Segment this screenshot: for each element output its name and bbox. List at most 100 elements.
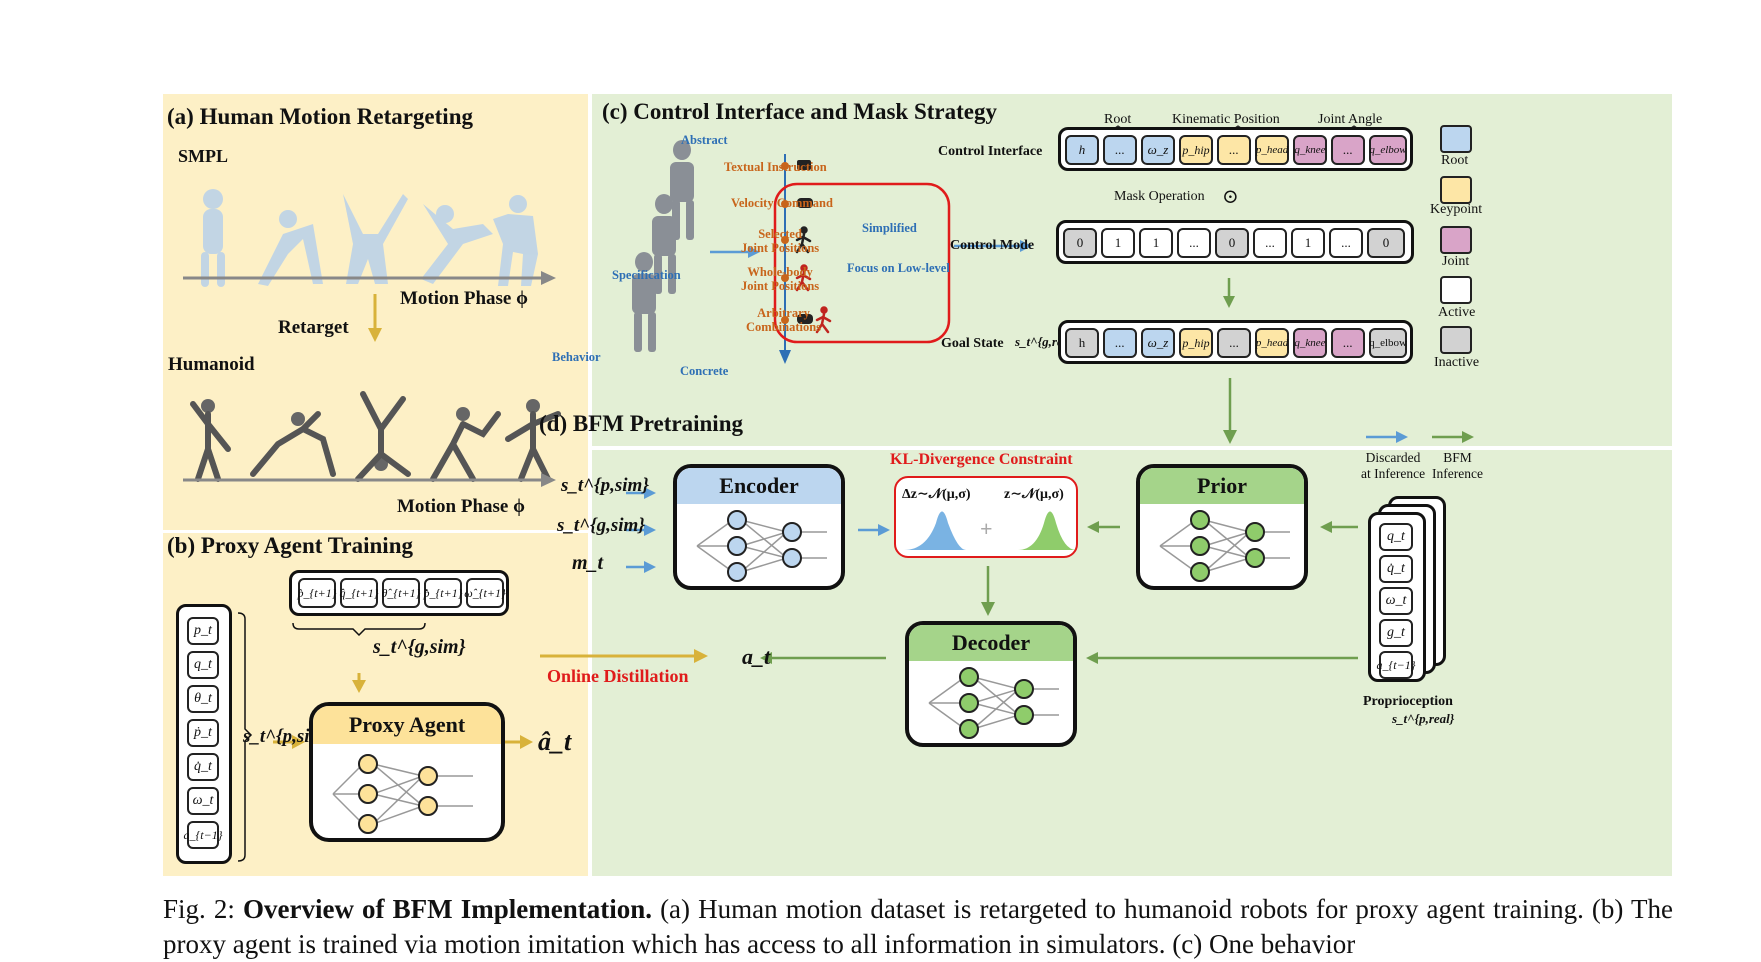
state-token: ṗ_t [187,719,219,747]
interface-token: q_knee [1293,135,1327,165]
state-token: a_{t−1} [183,821,223,849]
proprio-token: a_{t−1} [1376,651,1416,679]
odot-symbol: ⊙ [1222,186,1239,208]
interface-token: q_elbow [1369,135,1407,165]
behavior-label: Behavior [552,350,601,364]
prior-box: Prior [1136,464,1308,590]
legend-root-swatch [1440,125,1472,153]
interface-token: ω_z [1141,135,1175,165]
interface-token: h [1065,135,1099,165]
mode-token: 0 [1215,228,1249,258]
target-token: p̂_{t+1} [297,578,337,608]
mode-token: ... [1329,228,1363,258]
control-mode-bar: 0 1 1 ... 0 ... 1 ... 0 [1056,220,1414,264]
decoder-box: Decoder [905,621,1077,747]
legend-joint-label: Joint [1442,254,1470,269]
proxy-agent-box: Proxy Agent [309,702,505,842]
online-distillation-label: Online Distillation [547,666,689,686]
proprio-token: ω_t [1379,587,1413,615]
whole-body-label: Whole-body Joint Positions [741,265,820,293]
legend-active-label: Active [1438,305,1476,320]
mode-token: 0 [1063,228,1097,258]
s-p-sim-label: s_t^{p,sim} [243,726,331,747]
mode-token: 1 [1101,228,1135,258]
interface-token: p_hip [1179,135,1213,165]
goal-token: ... [1103,328,1137,358]
input-s-g-sim: s_t^{g,sim} [557,515,645,536]
concrete-label: Concrete [680,364,729,378]
control-interface-label: Control Interface [938,144,1043,159]
panel-d-arrows [540,378,1474,664]
proprio-token: q̇_t [1379,555,1413,583]
proxy-agent-title: Proxy Agent [313,706,501,744]
input-s-p-sim: s_t^{p,sim} [561,475,649,496]
mask-operation-label: Mask Operation [1114,189,1205,204]
legend-active-swatch [1440,276,1472,304]
panel-d-title: (d) BFM Pretraining [539,411,743,436]
proprio-token: g_t [1379,619,1413,647]
mode-token: ... [1253,228,1287,258]
arbitrary-label: Arbitrary Combinations [746,306,822,334]
encoder-title: Encoder [677,468,841,504]
s-g-sim-label: s_t^{g,sim} [373,636,466,658]
smpl-figures [201,189,538,287]
goal-state-label: Goal State [941,336,1004,351]
legend-joint-swatch [1440,226,1472,254]
kl-distributions [904,511,1076,550]
state-token: ω_t [187,787,219,815]
control-mode-label: Control Mode [950,238,1035,253]
goal-token: h [1065,328,1099,358]
state-token: θ_t [187,685,219,713]
proprioception-label: Proprioception [1363,694,1453,709]
kl-label: KL-Divergence Constraint [890,451,1073,468]
state-token: q̇_t [187,753,219,781]
humanoid-label: Humanoid [168,354,255,375]
caption-bold: Overview of BFM Implementation. [242,894,652,924]
input-m-t: m_t [572,552,604,574]
selected-joint-label: Selected Joint Positions [741,227,820,255]
panel-c-graphics [632,125,1399,364]
motion-phase-top-label: Motion Phase ϕ [400,288,528,309]
decoder-network [928,667,1059,739]
legend-keypoint-label: Keypoint [1430,202,1483,217]
goal-token: q_knee [1293,328,1327,358]
velocity-command-label: Velocity Command [731,196,833,210]
mode-token: 1 [1291,228,1325,258]
delta-z-label: Δz∼𝒩(μ,σ) [902,487,971,502]
a-t-label: a_t [742,644,771,669]
abstract-label: Abstract [681,133,728,147]
retarget-graphics [183,189,561,487]
legend-keypoint-swatch [1440,176,1472,204]
target-token: q̂_{t+1} [339,578,379,608]
panel-c-title: (c) Control Interface and Mask Strategy [602,99,997,124]
specification-label: Specification [612,268,681,282]
smpl-label: SMPL [178,146,229,166]
mode-token: 0 [1367,228,1405,258]
caption-text: (a) Human motion dataset is retargeted t… [163,894,1673,959]
decoder-title: Decoder [909,625,1073,661]
goal-token: ... [1331,328,1365,358]
target-row: p̂_{t+1} q̂_{t+1} θ̂_{t+1} p̂̇_{t+1} ω̂_… [289,570,509,616]
caption-prefix: Fig. 2: [163,894,243,924]
figure-caption: Fig. 2: Overview of BFM Implementation. … [163,892,1673,962]
focus-low-level-label: Focus on Low-level [847,261,950,275]
encoder-network [696,510,827,582]
interface-token: ... [1103,135,1137,165]
interface-token: p_head [1255,135,1289,165]
proxy-agent-network [332,754,473,834]
prior-title: Prior [1140,468,1304,504]
group-joint-angle-label: Joint Angle [1318,112,1383,127]
behavior-robots [632,140,694,352]
z-label: z∼𝒩(μ,σ) [1004,487,1064,502]
legend-bfm-label: BFM Inference [1432,450,1483,481]
panel-a-title: (a) Human Motion Retargeting [167,104,473,129]
state-token: p_t [187,617,219,645]
interface-token: ... [1217,135,1251,165]
simplified-label: Simplified [862,221,917,235]
proprio-token: q_t [1379,523,1413,551]
group-kinematic-label: Kinematic Position [1172,112,1280,127]
target-token: ω̂_{t+1} [464,578,506,608]
target-token: p̂̇_{t+1} [423,578,463,608]
panel-b-title: (b) Proxy Agent Training [167,533,413,558]
state-token: q_t [187,651,219,679]
